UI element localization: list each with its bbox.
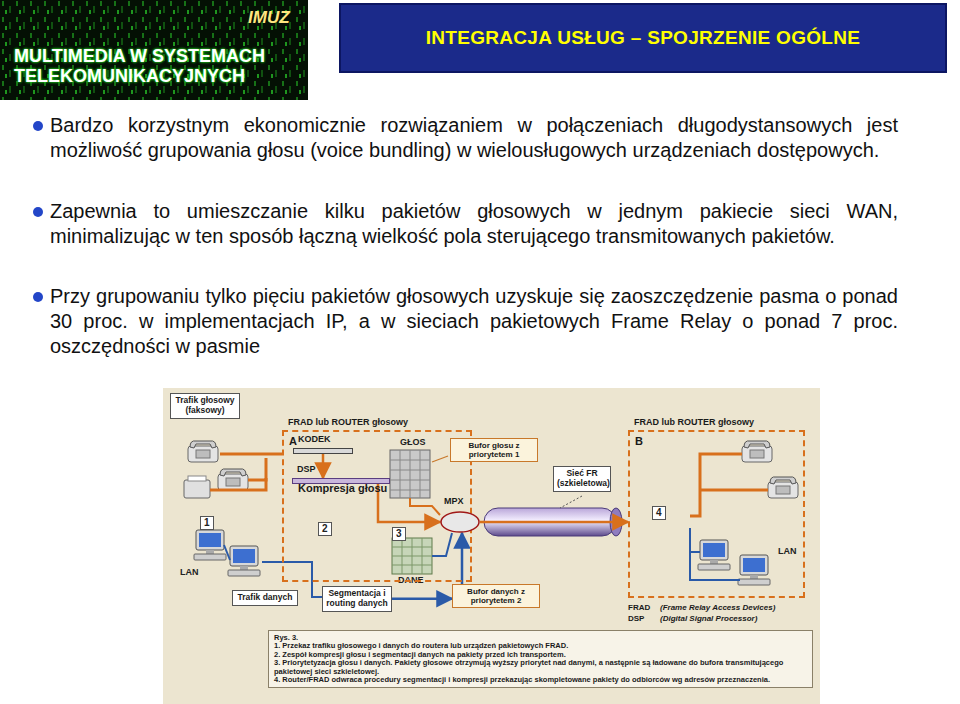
use-shape: [768, 477, 798, 498]
use-shape: [738, 555, 770, 585]
node-subtext: 2. Zespół kompresji głosu i segmentacji …: [274, 651, 807, 659]
rect-shape: [0, 0, 308, 100]
node-text: DSP: [297, 464, 316, 474]
flow-arrow: [480, 521, 628, 524]
circle-shape: [33, 121, 43, 131]
circle-shape: [33, 292, 43, 302]
node-text: Rys. 3.: [274, 634, 807, 642]
callout-number: 1: [200, 516, 214, 530]
g-shape: [390, 450, 430, 498]
bullet-text: Zapewnia to umieszczanie kilku pakietów …: [50, 199, 898, 249]
bullet-text: Bardzo korzystnym ekonomicznie rozwiązan…: [50, 113, 898, 163]
line-shape: [224, 545, 230, 560]
line-shape: [422, 538, 423, 574]
polyline-shape: [220, 453, 282, 456]
flow-arrow: [392, 598, 452, 601]
node-subtext: A: [289, 435, 297, 447]
traffic-box: Trafik danych: [232, 590, 298, 606]
node-subtext: Kompresja głosu: [298, 482, 387, 495]
line-shape: [400, 450, 401, 498]
use-shape: [194, 530, 226, 560]
use-shape: [742, 441, 772, 462]
rect-shape: [188, 476, 206, 481]
node-text: FRAD lub ROUTER głosowy: [288, 417, 408, 427]
node-text: FRAD lub ROUTER głosowy: [634, 417, 754, 427]
buffer-callout: Bufor danych z priorytetem 2: [452, 584, 540, 608]
node-text: Sieć FR (szkieletowa): [557, 469, 607, 489]
rect-shape: [0, 0, 308, 100]
traffic-box: Trafik głosowy (faksowy): [170, 393, 240, 419]
line-shape: [410, 450, 411, 498]
router-region: FRAD lub ROUTER głosowyB: [628, 430, 805, 598]
use-shape: [188, 441, 218, 462]
node-text: Bufor głosu z priorytetem 1: [454, 441, 534, 459]
rect-shape: [184, 480, 210, 498]
figure-caption-box: Rys. 3.1. Przekaz trafiku głosowego i da…: [268, 630, 813, 688]
polyline-shape: [700, 489, 768, 492]
polyline-shape: [248, 458, 266, 480]
use-shape: [698, 540, 730, 570]
bullet-text: Przy grupowaniu tylko pięciu pakietów gł…: [50, 284, 898, 359]
slide-title: INTEGRACJA USŁUG – SPOJRZENIE OGÓLNE: [340, 4, 946, 72]
stream-label: GŁOS: [400, 437, 426, 447]
polyline-shape: [410, 498, 440, 515]
callout-number: 4: [652, 506, 666, 520]
node-text: Segmentacja i routing danych: [326, 589, 388, 609]
line-shape: [560, 496, 582, 508]
lan-label: LAN: [778, 546, 797, 556]
mux-outline: [440, 511, 480, 533]
codec-box: KODEK: [293, 448, 353, 454]
polyline-shape: [690, 454, 742, 516]
line-shape: [402, 538, 403, 574]
polyline-shape: [210, 478, 266, 490]
polyline-shape: [690, 528, 700, 552]
callout-number: 2: [318, 522, 332, 536]
node-text: Trafik danych: [236, 593, 294, 603]
node-text: Trafik głosowy (faksowy): [174, 396, 236, 416]
node-text: MPX: [444, 496, 464, 506]
mux-ellipse: MPX: [440, 511, 480, 533]
lan-label: LAN: [180, 567, 199, 577]
node-subtext: B: [635, 435, 643, 447]
node-subtext: 1. Przekaz trafiku głosowego i danych do…: [274, 642, 807, 650]
node-text: KODEK: [298, 434, 331, 444]
process-box: Segmentacja i routing danych: [322, 586, 392, 612]
flow-arrow: [461, 533, 464, 584]
node-text: Bufor danych z priorytetem 2: [456, 587, 536, 605]
network-box: Sieć FR (szkieletowa): [553, 466, 611, 492]
polyline-shape: [432, 533, 452, 556]
callout-number: 3: [392, 527, 406, 541]
g-shape: [392, 538, 432, 574]
flow-arrow: [322, 454, 325, 478]
node-subtext: 3. Priorytetyzacja głosu i danych. Pakie…: [274, 659, 807, 676]
rect-shape: [392, 538, 432, 574]
router-region: FRAD lub ROUTER głosowyAKODEKDSPKompresj…: [282, 430, 472, 582]
rect-shape: [340, 4, 946, 72]
logo-text: MULTIMEDIA W SYSTEMACH TELEKOMUNIKACYJNY…: [14, 46, 304, 86]
node-subtext: 4. Router/FRAD odwraca procedury segment…: [274, 676, 807, 684]
rect-shape: [390, 450, 430, 498]
dsp-box: DSPKompresja głosu: [292, 478, 390, 484]
abbreviation-note: (Digital Signal Processor): [660, 614, 757, 623]
use-shape: [218, 469, 248, 490]
buffer-callout: Bufor głosu z priorytetem 1: [450, 438, 538, 462]
logo-mark: IMUZ: [248, 8, 290, 28]
line-shape: [432, 456, 448, 462]
abbreviation: DSP: [628, 614, 644, 623]
rect-shape: [163, 388, 820, 704]
mux-outline: [441, 512, 479, 532]
line-shape: [412, 538, 413, 574]
use-shape: [228, 546, 260, 576]
circle-shape: [33, 207, 43, 217]
line-shape: [420, 450, 421, 498]
polyline-shape: [690, 552, 740, 580]
flow-arrow: [378, 481, 440, 522]
abbreviation: FRAD: [628, 603, 650, 612]
abbreviation-note: (Frame Relay Access Devices): [660, 603, 775, 612]
